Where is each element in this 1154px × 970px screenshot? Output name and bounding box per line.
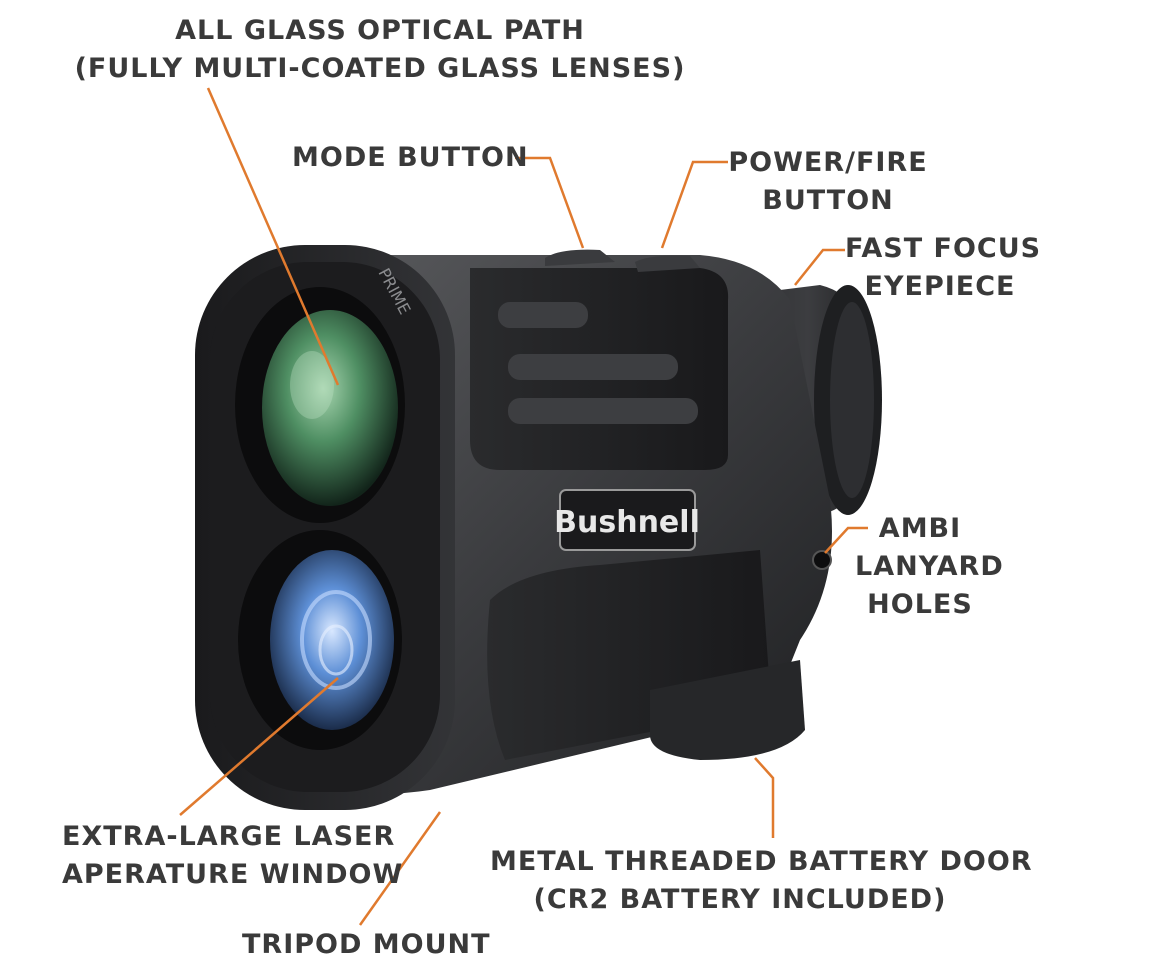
leader-eyepiece bbox=[794, 248, 845, 286]
laser-aperture-lens bbox=[238, 530, 402, 750]
objective-lens bbox=[235, 287, 405, 523]
leader-power-fire-button bbox=[660, 160, 728, 249]
top-buttons bbox=[545, 249, 700, 272]
leader-lines bbox=[179, 87, 868, 926]
callout-battery-door: Metal Threaded Battery Door (CR2 Battery… bbox=[490, 846, 1033, 915]
leader-optical-path bbox=[206, 87, 340, 386]
callout-mode-button: Mode Button bbox=[292, 142, 529, 173]
callout-fast-focus-eyepiece: Fast Focus Eyepiece bbox=[845, 233, 1042, 302]
leader-lanyard-holes bbox=[824, 526, 868, 554]
leader-tripod-mount bbox=[358, 811, 442, 926]
callout-lanyard-holes: Ambi Lanyard Holes bbox=[855, 513, 1004, 620]
leader-laser-window bbox=[179, 677, 339, 816]
brand-logo: Bushnell bbox=[554, 489, 700, 551]
callout-power-fire-button: Power/Fire Button bbox=[728, 147, 928, 216]
callout-laser-window: Extra-Large Laser Aperature Window bbox=[62, 821, 404, 890]
callout-optical-path: All Glass Optical Path (Fully Multi-Coat… bbox=[74, 15, 686, 84]
svg-text:Bushnell: Bushnell bbox=[554, 505, 700, 540]
leader-mode-button bbox=[515, 156, 585, 249]
callout-tripod-mount: Tripod Mount bbox=[242, 929, 491, 960]
leader-battery-door bbox=[754, 757, 775, 838]
